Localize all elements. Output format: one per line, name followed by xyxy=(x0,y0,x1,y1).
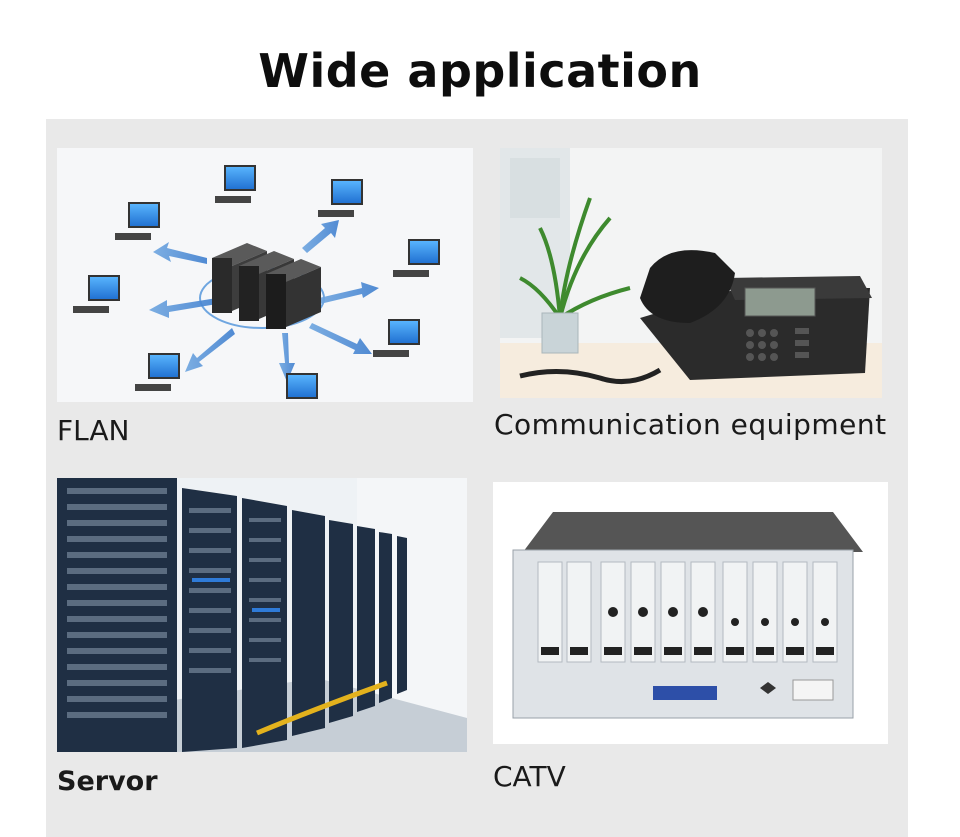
server-caption: Servor xyxy=(57,766,158,797)
catv-image xyxy=(493,482,888,744)
server-image xyxy=(57,478,467,752)
catv-caption: CATV xyxy=(493,760,566,793)
page-title: Wide application xyxy=(258,44,702,98)
flan-caption: FLAN xyxy=(57,414,130,447)
flan-image xyxy=(57,148,473,402)
communication-equipment-image xyxy=(500,148,882,398)
communication-equipment-caption: Communication equipment xyxy=(494,408,887,441)
